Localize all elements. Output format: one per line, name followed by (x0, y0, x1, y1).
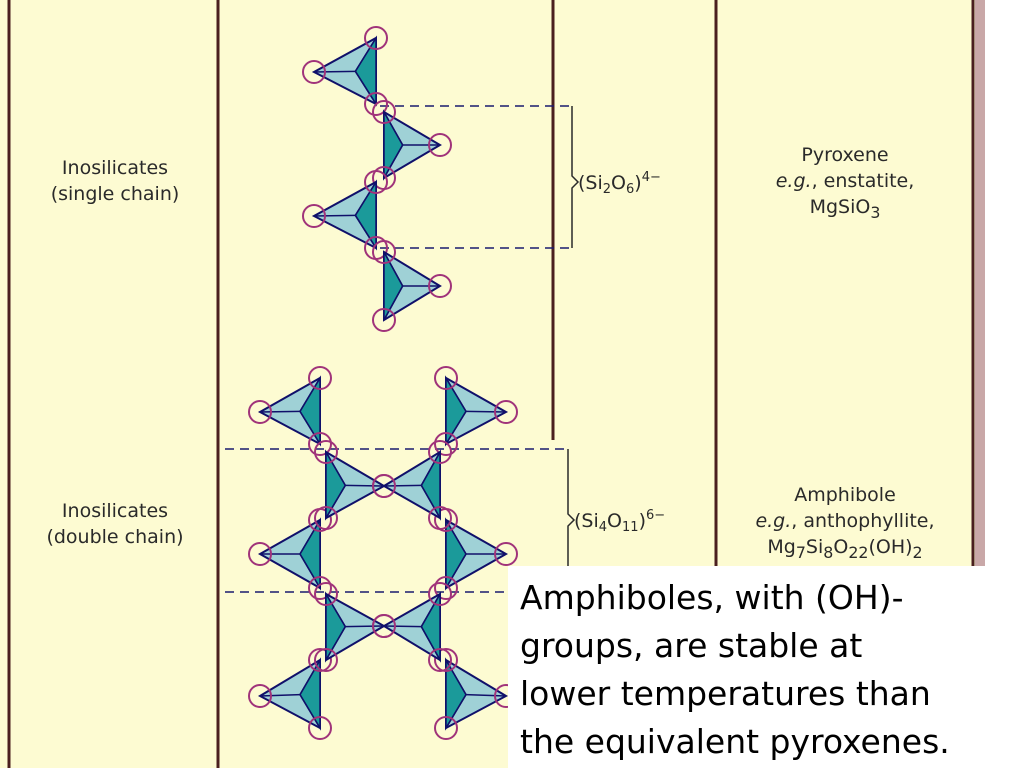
silicate-tetrahedron (372, 100, 452, 190)
oxygen-atom (302, 60, 326, 84)
tetrahedra-layer (248, 26, 518, 740)
oxygen-atom (314, 506, 338, 530)
oxygen-atom (494, 400, 518, 424)
oxygen-atom (314, 440, 338, 464)
oxygen-atom (434, 576, 458, 600)
mineral-formula: MgSiO3 (809, 196, 881, 222)
repeat-unit-formula: (Si2O6)4− (578, 170, 661, 197)
silicate-tetrahedron (372, 440, 452, 530)
oxygen-atom (308, 432, 332, 456)
oxygen-atom (314, 648, 338, 672)
silicate-tetrahedron (302, 170, 388, 260)
silicate-tetrahedron (248, 366, 332, 456)
oxygen-atom (428, 506, 452, 530)
repeat-unit-formula: (Si4O11)6− (574, 508, 666, 535)
oxygen-atom (372, 614, 396, 638)
oxygen-atom (434, 648, 458, 672)
silicate-tetrahedron (302, 26, 388, 116)
oxygen-atom (364, 170, 388, 194)
oxygen-atom (434, 366, 458, 390)
mineral-example: Pyroxene e.g., enstatite, MgSiO3 (722, 142, 968, 226)
oxygen-atom (428, 582, 452, 606)
oxygen-atom (428, 133, 452, 157)
oxygen-atom (494, 542, 518, 566)
silicate-class-label: Inosilicates (single chain) (22, 155, 208, 207)
silicate-class-label: Inosilicates (double chain) (22, 498, 208, 550)
mineral-formula: Mg7Si8O22(OH)2 (767, 536, 923, 562)
silicate-tetrahedron (434, 366, 518, 456)
silicate-tetrahedron (248, 508, 332, 600)
oxygen-atom (314, 582, 338, 606)
oxygen-atom (364, 92, 388, 116)
repeat-brace (571, 106, 580, 248)
oxygen-atom (372, 474, 396, 498)
silicate-tetrahedron (434, 648, 518, 740)
mineral-example-name: e.g., enstatite, (775, 170, 915, 192)
oxygen-atom (302, 204, 326, 228)
oxygen-atom (308, 648, 332, 672)
class-chain-type: (double chain) (46, 526, 184, 548)
class-name: Inosilicates (61, 500, 169, 522)
oxygen-atom (434, 432, 458, 456)
oxygen-atom (308, 366, 332, 390)
mineral-group-name: Pyroxene (801, 144, 889, 166)
oxygen-atom (428, 648, 452, 672)
repeat-brace (567, 449, 576, 592)
oxygen-atom (364, 26, 388, 50)
panel-edge (975, 0, 985, 768)
silicate-tetrahedron (248, 648, 332, 740)
silicate-tetrahedron (372, 582, 452, 672)
silicate-tetrahedron (314, 582, 396, 672)
class-chain-type: (single chain) (50, 183, 180, 205)
oxygen-atom (248, 542, 272, 566)
mineral-group-name: Amphibole (794, 484, 896, 506)
oxygen-atom (428, 274, 452, 298)
oxygen-atom (248, 684, 272, 708)
mineral-example: Amphibole e.g., anthophyllite, Mg7Si8O22… (722, 482, 968, 566)
oxygen-atom (248, 400, 272, 424)
oxygen-atom (308, 716, 332, 740)
oxygen-atom (428, 440, 452, 464)
oxygen-atom (308, 576, 332, 600)
callout-note: Amphiboles, with (OH)- groups, are stabl… (508, 566, 1024, 768)
oxygen-atom (372, 240, 396, 264)
class-name: Inosilicates (61, 157, 169, 179)
oxygen-atom (372, 308, 396, 332)
silicate-tetrahedron (434, 508, 518, 600)
oxygen-atom (372, 100, 396, 124)
mineral-example-name: e.g., anthophyllite, (755, 510, 935, 532)
silicate-tetrahedron (372, 240, 452, 332)
oxygen-atom (434, 716, 458, 740)
